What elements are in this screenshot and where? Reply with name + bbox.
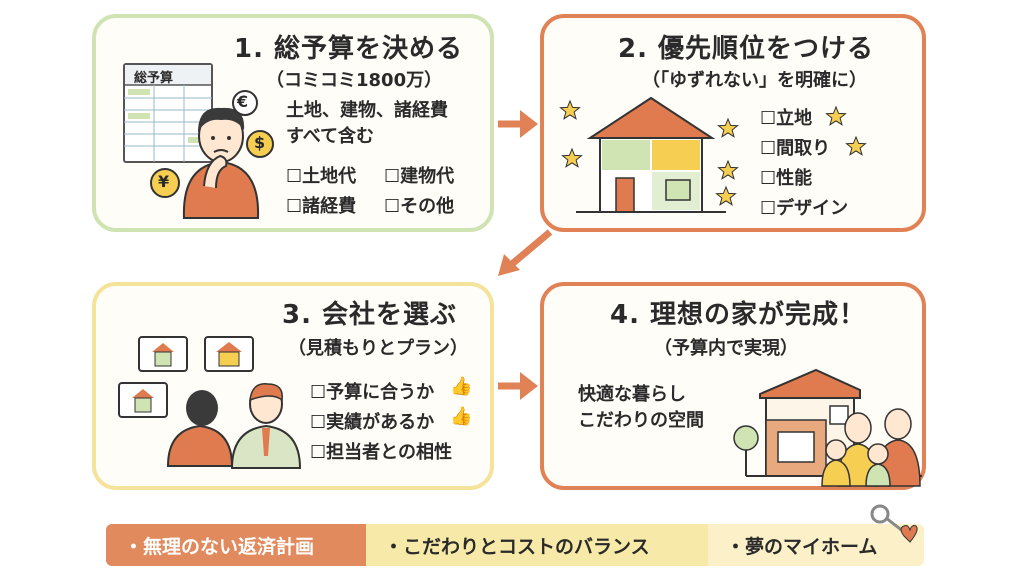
step1-desc-line1: 土地、建物、諸経費: [286, 100, 448, 121]
summary-banner: ・無理のない返済計画 ・こだわりとコストのバランス ・夢のマイホーム: [106, 524, 924, 566]
thumbs-up-icon: 👍: [450, 406, 473, 427]
step2-check-performance: ☐性能: [760, 168, 813, 189]
house-plan-bubble-icon: [138, 336, 188, 372]
thinking-person-icon: [182, 107, 260, 219]
yen-symbol: ¥: [158, 172, 170, 191]
step2-subtitle: （「ゆずれない」を明確に）: [642, 70, 867, 91]
dollar-icon: [246, 130, 274, 158]
yen-icon: [150, 168, 180, 198]
step3-subtitle: （見積もりとプラン）: [288, 338, 468, 359]
step2-check-location: ☐立地: [760, 108, 813, 129]
priority-house-icon: [576, 96, 726, 213]
arrow-down-left-icon: [498, 229, 553, 276]
step1-check-misc: ☐諸経費: [286, 196, 357, 217]
step4-desc-line2: こだわりの空間: [578, 410, 704, 431]
step3-title: 3. 会社を選ぶ: [282, 300, 458, 330]
star-icon: [825, 105, 847, 126]
step4-subtitle: （予算内で実現）: [654, 338, 798, 359]
arrow-right-icon: [498, 372, 538, 400]
step1-title: 1. 総予算を決める: [234, 34, 464, 64]
step4-desc-line1: 快適な暮らし: [578, 384, 686, 405]
star-icon: [559, 99, 581, 120]
step4-title: 4. 理想の家が完成！: [610, 300, 867, 330]
step2-check-design: ☐デザイン: [760, 198, 849, 219]
budget-sheet-icon: [123, 63, 213, 163]
step1-subtitle: （コミコミ1800万）: [266, 70, 443, 91]
key-heart-icon: [870, 504, 918, 543]
step2-title: 2. 優先順位をつける: [618, 34, 875, 64]
sheet-label: 総予算: [134, 71, 174, 86]
step1-check-land: ☐土地代: [286, 166, 357, 187]
euro-symbol: €: [237, 92, 249, 111]
step3-check-budget: ☐予算に合うか: [310, 382, 435, 403]
star-icon: [717, 117, 739, 138]
star-icon: [715, 185, 737, 206]
step3-check-track-record: ☐実績があるか: [310, 412, 435, 433]
step1-desc-line2: すべて含む: [286, 126, 375, 147]
step3-check-compatibility: ☐担当者との相性: [310, 442, 452, 463]
step2-check-layout: ☐間取り: [760, 138, 831, 159]
banner-item-balance: ・こだわりとコストのバランス: [366, 524, 708, 566]
banner-item-dream-home: ・夢のマイホーム: [708, 524, 924, 566]
step1-check-building: ☐建物代: [384, 166, 455, 187]
banner-item-repayment: ・無理のない返済計画: [106, 524, 366, 566]
completed-house-family-icon: [733, 368, 922, 487]
arrow-right-icon: [498, 110, 538, 138]
euro-icon: [232, 90, 258, 116]
dollar-symbol: $: [254, 133, 266, 152]
house-plan-bubble-icon: [204, 336, 254, 372]
star-icon: [717, 159, 739, 180]
agent-person-icon: [230, 383, 302, 469]
step1-check-other: ☐その他: [384, 196, 455, 217]
thumbs-up-icon: 👍: [450, 376, 473, 397]
client-person-icon: [166, 390, 234, 467]
house-plan-bubble-icon: [118, 382, 168, 418]
star-icon: [845, 135, 867, 156]
star-icon: [561, 147, 583, 168]
